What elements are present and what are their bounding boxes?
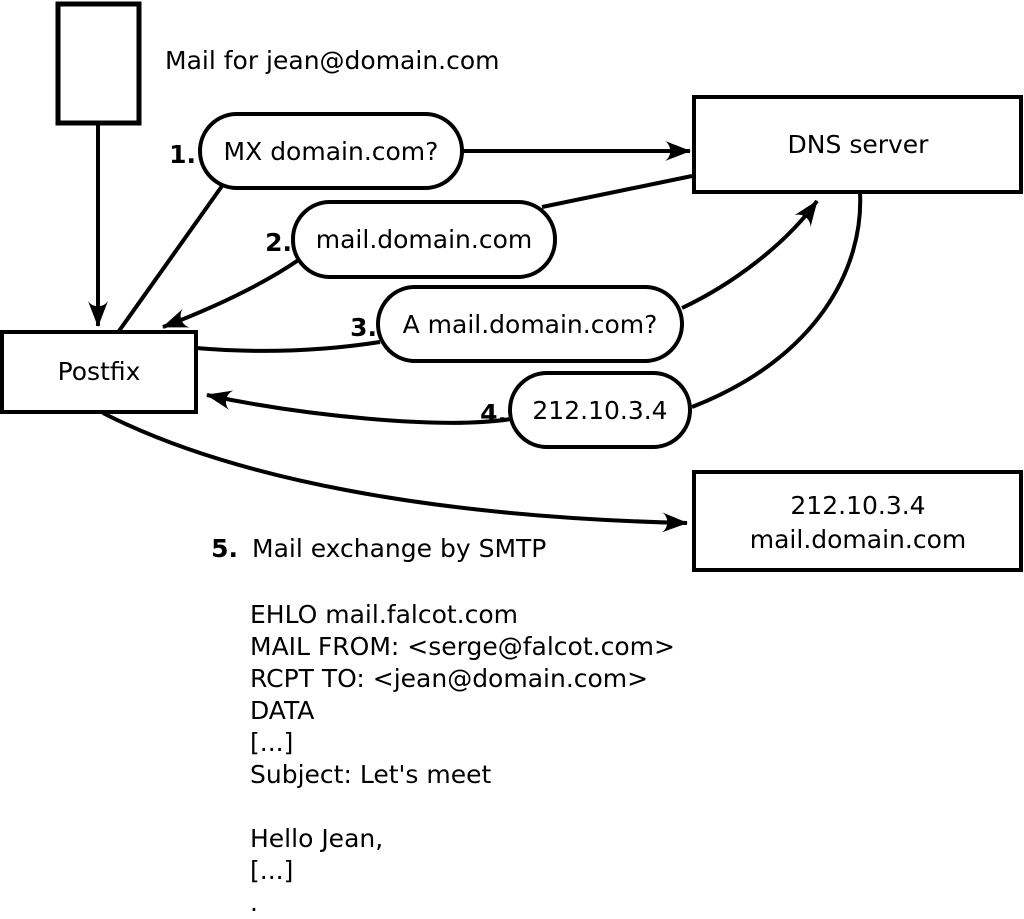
line-postfix-to-query1 xyxy=(117,184,224,333)
query-pill-3-label: A mail.domain.com? xyxy=(403,310,658,339)
step-number-2: 2. xyxy=(265,228,292,257)
smtp-line: Hello Jean, xyxy=(250,824,383,853)
query-pill-1-label: MX domain.com? xyxy=(224,137,439,166)
dns-server-label: DNS server xyxy=(788,130,930,159)
smtp-line: . xyxy=(250,888,258,917)
mail-server-box xyxy=(692,470,1023,572)
arrow-response2-to-postfix xyxy=(162,257,302,329)
response-pill-4 xyxy=(508,371,692,449)
query-pill-1 xyxy=(198,112,464,190)
response-pill-2 xyxy=(291,200,557,279)
envelope-label: Mail for jean@domain.com xyxy=(165,46,500,75)
mail-server-hostname: mail.domain.com xyxy=(750,525,966,554)
step-5-label: Mail exchange by SMTP xyxy=(252,534,546,563)
smtp-line: DATA xyxy=(250,696,314,725)
smtp-line: [...] xyxy=(250,856,293,885)
step-number-3: 3. xyxy=(350,313,377,342)
postfix-box xyxy=(0,330,198,414)
smtp-session-transcript: EHLO mail.falcot.com MAIL FROM: <serge@f… xyxy=(250,600,675,917)
step-number-4: 4. xyxy=(480,399,507,428)
line-postfix-to-query3 xyxy=(195,340,381,353)
postfix-label: Postfix xyxy=(58,357,141,386)
envelope-icon xyxy=(55,1,142,126)
dns-server-box xyxy=(692,95,1023,194)
smtp-line: RCPT TO: <jean@domain.com> xyxy=(250,664,648,693)
step-number-1: 1. xyxy=(169,140,196,169)
query-pill-3 xyxy=(376,285,684,363)
smtp-line: Subject: Let's meet xyxy=(250,760,491,789)
arrow-query3-to-dns xyxy=(681,199,819,310)
step-number-5: 5. xyxy=(211,534,238,563)
arrow-response4-to-postfix xyxy=(206,390,512,425)
line-dns-to-response4 xyxy=(691,191,863,409)
smtp-line: MAIL FROM: <serge@falcot.com> xyxy=(250,632,675,661)
smtp-line: EHLO mail.falcot.com xyxy=(250,600,518,629)
smtp-line: [...] xyxy=(250,728,293,757)
arrow-postfix-to-mailserver xyxy=(102,411,688,533)
response-pill-4-label: 212.10.3.4 xyxy=(532,396,667,425)
mail-server-ip: 212.10.3.4 xyxy=(790,491,925,520)
response-pill-2-label: mail.domain.com xyxy=(316,225,532,254)
line-dns-to-response2 xyxy=(541,174,693,209)
